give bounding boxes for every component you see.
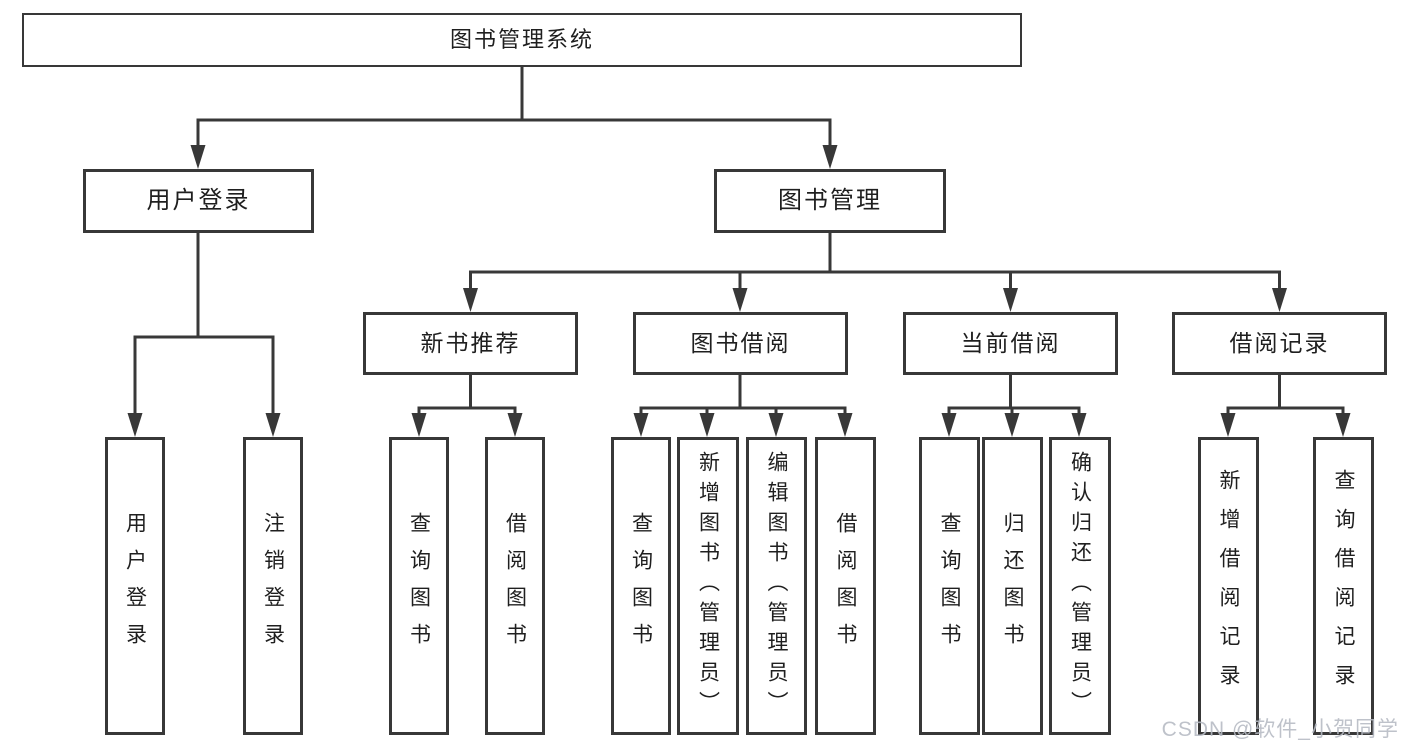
node-book-management: 图书管理 <box>714 169 946 233</box>
node-label: 注销登录 <box>261 512 285 660</box>
arrow-down-icon <box>127 413 143 437</box>
connector-borrow-records-to-leaves <box>1220 373 1351 437</box>
arrow-down-icon <box>837 413 853 437</box>
node-label: 查询图书 <box>938 512 961 660</box>
arrow-down-icon <box>1003 288 1018 312</box>
leaf-query-books-1: 查询图书 <box>389 437 449 735</box>
connector-current-borrow-to-leaves <box>941 373 1087 437</box>
leaf-query-books-3: 查询图书 <box>919 437 980 735</box>
arrow-down-icon <box>1071 413 1087 437</box>
arrow-down-icon <box>732 288 748 312</box>
connector-root-to-level2 <box>190 65 838 169</box>
node-label: 借阅图书 <box>834 512 857 660</box>
arrow-down-icon <box>1272 288 1287 312</box>
arrow-down-icon <box>190 145 206 169</box>
node-label: 新增图书（管理员） <box>696 451 720 721</box>
arrow-down-icon <box>1004 413 1020 437</box>
leaf-add-books-admin: 新增图书（管理员） <box>677 437 739 735</box>
node-label: 新书推荐 <box>420 330 521 356</box>
arrow-down-icon <box>265 413 281 437</box>
leaf-logout: 注销登录 <box>243 437 303 735</box>
connector-book-mgmt-to-level3 <box>463 231 1287 312</box>
node-label: 归还图书 <box>1001 512 1024 660</box>
node-label: 查询图书 <box>407 512 431 660</box>
node-label: 借阅图书 <box>503 512 527 660</box>
arrow-down-icon <box>699 413 715 437</box>
arrow-down-icon <box>1220 413 1236 437</box>
node-book-borrowing: 图书借阅 <box>633 312 848 375</box>
node-label: 新增借阅记录 <box>1217 469 1240 703</box>
connector-book-borrow-to-leaves <box>633 373 853 437</box>
arrow-down-icon <box>463 288 478 312</box>
node-label: 查询借阅记录 <box>1332 469 1355 703</box>
leaf-confirm-return-admin: 确认归还（管理员） <box>1049 437 1111 735</box>
node-current-borrowing: 当前借阅 <box>903 312 1118 375</box>
arrow-down-icon <box>941 413 957 437</box>
node-label: 编辑图书（管理员） <box>765 451 788 721</box>
node-label: 查询图书 <box>629 512 653 660</box>
arrow-down-icon <box>507 413 523 437</box>
leaf-add-borrow-record: 新增借阅记录 <box>1198 437 1259 735</box>
leaf-query-borrow-record: 查询借阅记录 <box>1313 437 1374 735</box>
connector-new-books-to-leaves <box>411 373 523 437</box>
node-new-book-recommend: 新书推荐 <box>363 312 578 375</box>
node-label: 图书管理 <box>778 187 882 214</box>
node-label: 用户登录 <box>146 187 251 214</box>
arrow-down-icon <box>411 413 427 437</box>
node-label: 用户登录 <box>123 512 147 660</box>
arrow-down-icon <box>1335 413 1351 437</box>
leaf-return-books: 归还图书 <box>982 437 1043 735</box>
csdn-watermark: CSDN @软件_小贺同学 <box>1161 718 1399 741</box>
node-label: 图书借阅 <box>690 330 791 356</box>
connector-user-login-to-leaves <box>127 231 281 437</box>
leaf-user-login: 用户登录 <box>105 437 165 735</box>
leaf-borrow-books-1: 借阅图书 <box>485 437 545 735</box>
node-label: 借阅记录 <box>1229 330 1330 356</box>
leaf-edit-books-admin: 编辑图书（管理员） <box>746 437 807 735</box>
arrow-down-icon <box>822 145 838 169</box>
node-label: 图书管理系统 <box>449 27 594 52</box>
arrow-down-icon <box>633 413 649 437</box>
node-borrowing-records: 借阅记录 <box>1172 312 1387 375</box>
node-label: 确认归还（管理员） <box>1068 451 1092 721</box>
leaf-borrow-books-2: 借阅图书 <box>815 437 876 735</box>
leaf-query-books-2: 查询图书 <box>611 437 671 735</box>
node-user-login: 用户登录 <box>83 169 314 233</box>
arrow-down-icon <box>768 413 784 437</box>
node-label: 当前借阅 <box>960 330 1061 356</box>
node-library-management-system: 图书管理系统 <box>22 13 1022 67</box>
